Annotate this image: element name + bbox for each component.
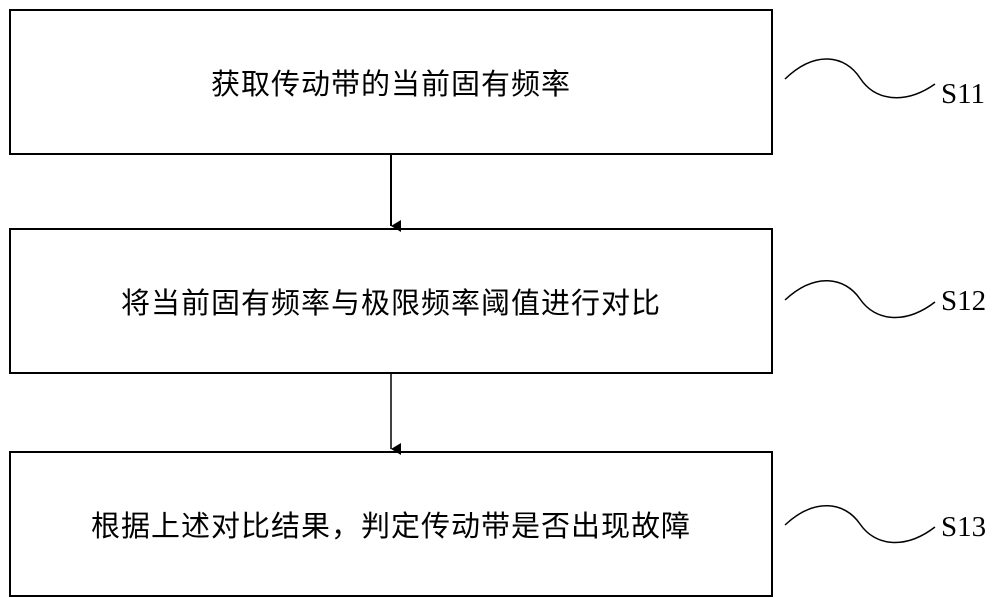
step-label-s12: S12	[941, 285, 987, 317]
leader-line-s12	[784, 280, 936, 319]
step-text-s11: 获取传动带的当前固有频率	[210, 67, 571, 101]
step-text-s13: 根据上述对比结果，判定传动带是否出现故障	[90, 509, 691, 543]
step-box-s12: 将当前固有频率与极限频率阈值进行对比	[9, 228, 773, 374]
leader-line-s13	[784, 505, 936, 544]
step-box-s13: 根据上述对比结果，判定传动带是否出现故障	[9, 451, 773, 597]
step-box-s11: 获取传动带的当前固有频率	[9, 9, 773, 155]
step-label-s13: S13	[941, 511, 987, 543]
leader-line-s11	[784, 58, 936, 99]
step-label-s11: S11	[941, 78, 986, 110]
step-text-s12: 将当前固有频率与极限频率阈值进行对比	[120, 286, 661, 320]
